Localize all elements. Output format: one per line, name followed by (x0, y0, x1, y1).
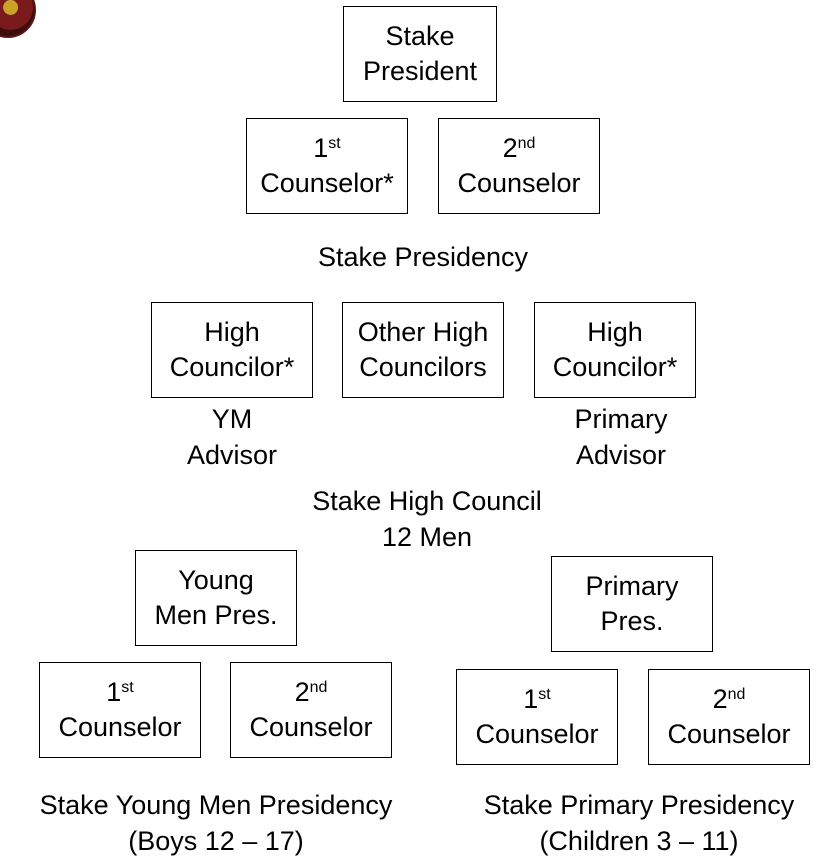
counselor-label: Counselor (58, 712, 182, 742)
primary-advisor-line2: Advisor (575, 439, 667, 470)
ordinal-suffix: nd (727, 685, 746, 703)
ym-second-counselor-box: 2nd Counselor (230, 662, 392, 758)
counselor-label: Counselor (667, 719, 791, 749)
high-council-caption-line2: 12 Men (381, 521, 473, 552)
primary-caption-line1: Stake Primary Presidency (483, 790, 795, 820)
primary-president-line1: Primary (585, 570, 679, 601)
ym-high-councilor-line1: High (204, 316, 260, 347)
ordinal-suffix: st (328, 134, 341, 152)
young-men-caption-line2: (Boys 12 – 17) (128, 825, 304, 856)
counselor-label: Counselor (457, 168, 581, 198)
ordinal-number: 1 (523, 683, 539, 714)
high-council-caption: Stake High Council 12 Men (0, 484, 827, 556)
young-men-caption-line1: Stake Young Men Presidency (39, 790, 393, 820)
primary-second-counselor-box: 2nd Counselor (648, 669, 810, 765)
ordinal: 2nd (713, 682, 746, 717)
ym-advisor-line2: Advisor (186, 439, 278, 470)
ordinal: 1st (106, 675, 133, 710)
other-high-councilors-box: Other High Councilors (342, 302, 504, 398)
ym-advisor-caption: YM Advisor (151, 402, 313, 474)
stake-president-line1: Stake (385, 20, 455, 51)
primary-caption: Stake Primary Presidency (Children 3 – 1… (456, 788, 822, 860)
primary-high-councilor-box: High Councilor* (534, 302, 696, 398)
ordinal-suffix: nd (309, 678, 328, 696)
ordinal-suffix: st (538, 685, 551, 703)
primary-advisor-caption: Primary Advisor (534, 402, 708, 474)
ordinal-suffix: st (121, 678, 134, 696)
ordinal: 1st (313, 131, 340, 166)
high-council-caption-line1: Stake High Council (312, 486, 542, 516)
ym-first-counselor-box: 1st Counselor (39, 662, 201, 758)
stake-first-counselor-box: 1st Counselor* (246, 118, 408, 214)
counselor-label: Counselor (249, 712, 373, 742)
ordinal: 2nd (295, 675, 328, 710)
counselor-label: Counselor (475, 719, 599, 749)
stake-president-box: Stake President (343, 6, 497, 102)
ordinal-suffix: nd (517, 134, 536, 152)
young-men-caption: Stake Young Men Presidency (Boys 12 – 17… (0, 788, 432, 860)
young-men-president-line2: Men Pres. (154, 600, 278, 630)
primary-first-counselor-box: 1st Counselor (456, 669, 618, 765)
primary-president-box: Primary Pres. (551, 556, 713, 652)
primary-advisor-line1: Primary (574, 404, 668, 434)
other-high-councilors-line2: Councilors (359, 352, 487, 382)
counselor-label: Counselor* (260, 168, 394, 198)
ordinal-number: 2 (294, 676, 310, 707)
ordinal-number: 1 (106, 676, 122, 707)
seal-logo-icon (0, 0, 36, 38)
ordinal: 2nd (503, 131, 536, 166)
young-men-president-line1: Young (178, 564, 254, 595)
young-men-president-box: Young Men Pres. (135, 550, 297, 646)
ym-advisor-line1: YM (211, 404, 253, 434)
primary-caption-line2: (Children 3 – 11) (539, 825, 739, 856)
ordinal-number: 1 (313, 132, 329, 163)
stake-president-line2: President (362, 56, 478, 86)
ordinal-number: 2 (712, 683, 728, 714)
ordinal-number: 2 (502, 132, 518, 163)
ym-high-councilor-line2: Councilor* (169, 352, 295, 382)
stake-presidency-caption-text: Stake Presidency (317, 242, 529, 272)
primary-president-line2: Pres. (600, 606, 664, 636)
ordinal: 1st (523, 682, 550, 717)
stake-presidency-caption: Stake Presidency (0, 240, 827, 276)
primary-high-councilor-line1: High (587, 316, 643, 347)
primary-high-councilor-line2: Councilor* (552, 352, 678, 382)
ym-high-councilor-box: High Councilor* (151, 302, 313, 398)
stake-second-counselor-box: 2nd Counselor (438, 118, 600, 214)
other-high-councilors-line1: Other High (357, 316, 489, 347)
